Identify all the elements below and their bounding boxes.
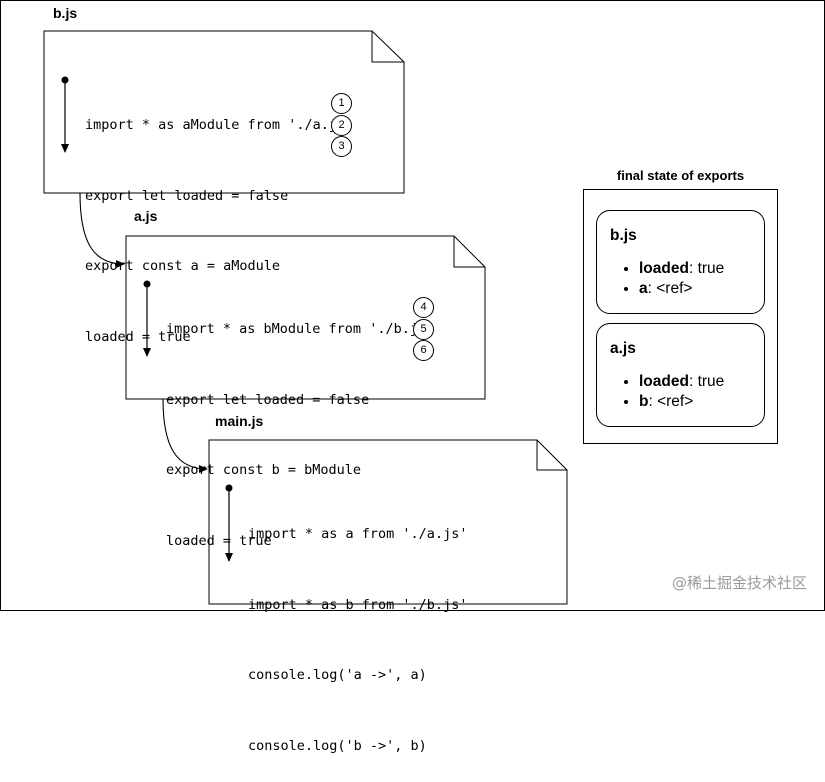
export-value: : <ref>: [647, 280, 693, 297]
step-badge-5: 5: [413, 319, 434, 340]
code-line: import * as b from './b.js': [248, 596, 468, 613]
export-key: loaded: [639, 260, 689, 277]
code-line: loaded = true: [166, 532, 272, 549]
watermark: @稀土掘金技术社区: [671, 574, 807, 592]
exports-item: loaded: true: [639, 259, 724, 279]
step-badge-1: 1: [331, 93, 352, 114]
exports-panel: b.js loaded: true a: <ref> a.js loaded: …: [583, 189, 778, 444]
file-box-a: [125, 235, 486, 400]
code-line: import * as a from './a.js': [248, 526, 468, 542]
code-block-main: import * as a from './a.js' import * as …: [248, 476, 467, 782]
file-box-a-fold: [453, 236, 485, 268]
code-line: export const a = aModule: [85, 258, 281, 274]
step-badge-3: 3: [331, 136, 352, 157]
export-value: : <ref>: [648, 393, 694, 410]
exports-card-b: b.js loaded: true a: <ref>: [596, 210, 765, 314]
exports-list: loaded: true b: <ref>: [609, 372, 724, 412]
file-box-b-fold: [371, 31, 404, 63]
exports-item: a: <ref>: [639, 279, 724, 299]
export-key: a: [639, 280, 648, 297]
code-line: export const b = bModule: [166, 462, 362, 478]
exports-list: loaded: true a: <ref>: [609, 259, 724, 299]
code-line: export let loaded = false: [85, 187, 289, 204]
export-value: : true: [688, 260, 725, 277]
exports-card-title: b.js: [610, 227, 637, 244]
step-badge-4: 4: [413, 297, 434, 318]
code-line: console.log('b ->', b): [248, 737, 427, 754]
file-box-main-fold: [536, 440, 567, 471]
file-box-b: [43, 30, 405, 194]
code-line: import * as bModule from './b.js': [166, 321, 435, 337]
connector-b-to-a: [79, 192, 125, 268]
connector-a-to-main: [162, 398, 208, 473]
code-line: console.log('a ->', a): [248, 667, 427, 683]
diagram-canvas: [43, 30, 568, 605]
export-key: loaded: [639, 373, 689, 390]
exports-item: loaded: true: [639, 372, 724, 392]
code-line: export let loaded = false: [166, 391, 370, 408]
file-box-main: [208, 439, 568, 605]
step-badge-2: 2: [331, 115, 352, 136]
step-badge-6: 6: [413, 340, 434, 361]
file-title-b: b.js: [53, 5, 78, 21]
exports-panel-title: final state of exports: [616, 168, 745, 183]
exports-card-a: a.js loaded: true b: <ref>: [596, 323, 765, 427]
code-line: loaded = true: [85, 328, 191, 345]
exports-item: b: <ref>: [639, 392, 724, 412]
file-title-main: main.js: [215, 413, 264, 429]
exports-card-title: a.js: [610, 340, 636, 357]
code-line: import * as aModule from './a.js': [85, 117, 354, 133]
export-key: b: [639, 393, 649, 410]
code-block-a: import * as bModule from './b.js' export…: [166, 271, 434, 577]
file-title-a: a.js: [134, 208, 158, 224]
export-value: : true: [688, 373, 725, 390]
